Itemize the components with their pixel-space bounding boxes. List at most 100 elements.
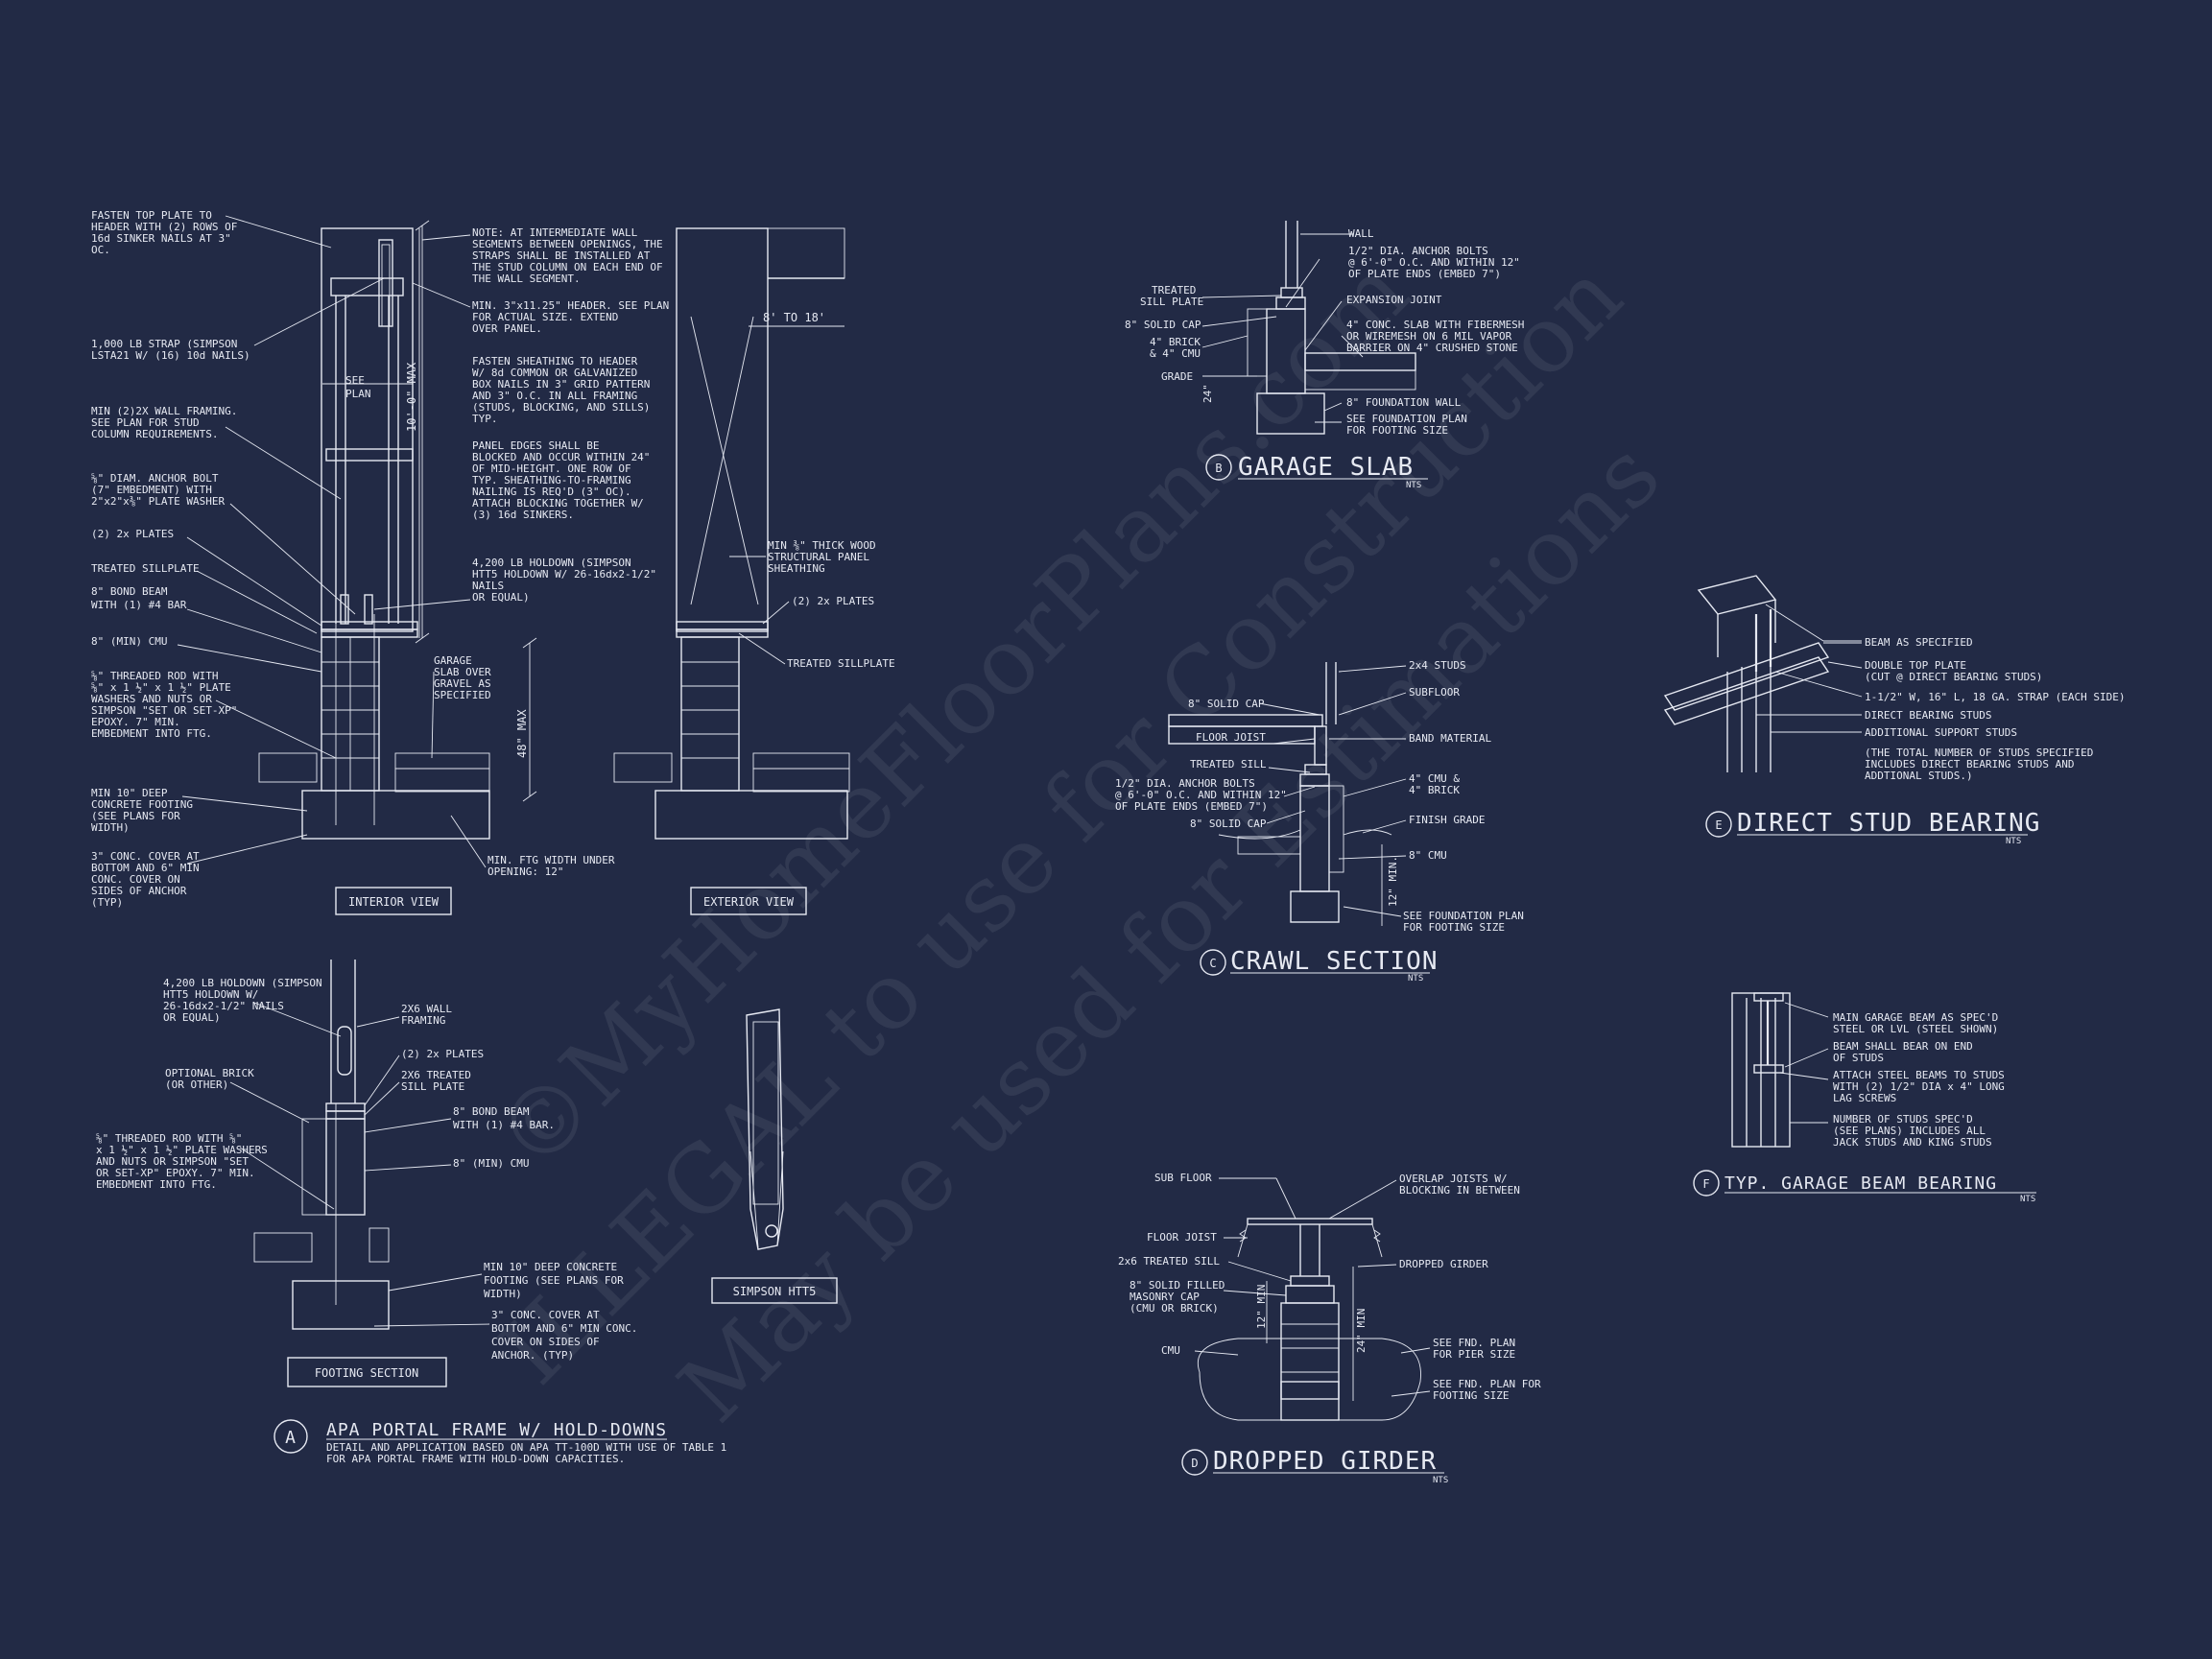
annotation-text: FOOTING (SEE PLANS FOR — [484, 1274, 624, 1287]
detail-f-garage-beam-bearing: MAIN GARAGE BEAM AS SPEC'D STEEL OR LVL … — [1693, 992, 2036, 1204]
annotation-text: EMBEDMENT INTO FTG. — [91, 727, 212, 740]
detail-a-mark: A — [285, 1428, 297, 1448]
annotation-text: HTT5 HOLDOWN W/ 26-16dx2-1/2" — [472, 568, 656, 581]
annotation-text: WIDTH) — [91, 821, 130, 834]
annotation-text: (3) 16d SINKERS. — [472, 509, 574, 521]
ext-callout-1-line-3: SHEATHING — [768, 562, 825, 575]
min-ftg-width-2: OPENING: 12" — [488, 865, 563, 878]
annotation-text: MASONRY CAP — [1130, 1291, 1200, 1303]
annotation-text: SIMPSON "SET OR SET-XP" — [91, 704, 237, 717]
annotation-text: OVER PANEL. — [472, 322, 542, 335]
see-plan-label-2: PLAN — [345, 388, 371, 400]
annotation-text: HTT5 HOLDOWN W/ — [163, 988, 258, 1001]
annotation-text: OR SET-XP" EPOXY. 7" MIN. — [96, 1167, 255, 1179]
detail-c-mark: C — [1209, 957, 1216, 970]
annotation-text: 1/2" DIA. ANCHOR BOLTS — [1348, 245, 1488, 257]
annotation-text: FLOOR JOIST — [1147, 1231, 1217, 1244]
annotation-text: SILL PLATE — [1140, 296, 1203, 308]
watermark: ©MyHomeFloorPlans.com ILLEGAL to use for… — [475, 238, 1680, 1443]
dim-wall-height: 10'-0" MAX — [405, 362, 418, 432]
annotation-text: 4" BRICK — [1409, 784, 1460, 796]
annotation-text: THE WALL SEGMENT. — [472, 273, 581, 285]
annotation-text: OF MID-HEIGHT. ONE ROW OF — [472, 462, 631, 475]
annotation-text: LAG SCREWS — [1833, 1092, 1896, 1104]
annotation-text: ANCHOR. (TYP) — [491, 1349, 574, 1362]
annotation-text: NUMBER OF STUDS SPEC'D — [1833, 1113, 1973, 1126]
ext-callout-1-line-1: MIN ⅜" THICK WOOD — [768, 539, 876, 552]
annotation-text: WIDTH) — [484, 1288, 522, 1300]
annotation-text: OF STUDS — [1833, 1052, 1884, 1064]
annotation-text: BLOCKED AND OCCUR WITHIN 24" — [472, 451, 650, 463]
interior-view-label: INTERIOR VIEW — [348, 895, 440, 909]
annotation-text: SEE PLAN FOR STUD — [91, 416, 200, 429]
annotation-text: BARRIER ON 4" CRUSHED STONE — [1346, 342, 1518, 354]
annotation-text: FINISH GRADE — [1409, 814, 1485, 826]
annotation-text: 1-1/2" W, 16" L, 18 GA. STRAP (EACH SIDE… — [1865, 691, 2126, 703]
annotation-text: x 1 ½" x 1 ½" PLATE WASHERS — [96, 1144, 268, 1156]
annotation-text: ⅝" x 1 ½" x 1 ½" PLATE — [91, 681, 231, 694]
see-plan-label-1: SEE — [345, 374, 365, 387]
annotation-text: 4,200 LB HOLDOWN (SIMPSON — [163, 977, 322, 989]
annotation-text: INCLUDES DIRECT BEARING STUDS AND — [1865, 758, 2075, 770]
detail-d-title: DROPPED GIRDER — [1213, 1447, 1437, 1476]
annotation-text: WASHERS AND NUTS OR — [91, 693, 212, 705]
annotation-text: SLAB OVER — [434, 666, 491, 678]
annotation-text: 16d SINKER NAILS AT 3" — [91, 232, 231, 245]
min-ftg-width-1: MIN. FTG WIDTH UNDER — [488, 854, 615, 866]
annotation-text: 1/2" DIA. ANCHOR BOLTS — [1115, 777, 1255, 790]
dim-footing-height: 48" MAX — [515, 709, 529, 758]
annotation-text: 26-16dx2-1/2" NAILS — [163, 1000, 284, 1012]
detail-a-subtitle-1: DETAIL AND APPLICATION BASED ON APA TT-1… — [326, 1441, 726, 1454]
annotation-text: 3" CONC. COVER AT — [91, 850, 200, 863]
annotation-text: (SEE PLANS FOR — [91, 810, 180, 822]
annotation-text: NAILS — [472, 580, 504, 592]
detail-d-dropped-girder: 12" MIN 24" MIN SUB FLOOR FLOOR JOIST 2x… — [1118, 1172, 1541, 1485]
annotation-text: (TYP) — [91, 896, 123, 909]
annotation-text: FOR FOOTING SIZE — [1346, 424, 1448, 437]
annotation-text: AND NUTS OR SIMPSON "SET — [96, 1155, 249, 1168]
annotation-text: FRAMING — [401, 1014, 445, 1027]
detail-a-exterior-view: 8' TO 18' MIN ⅜" THICK WOOD STRUCTURAL P… — [613, 227, 895, 915]
annotation-text: (CMU OR BRICK) — [1130, 1302, 1219, 1315]
detail-a-interior-view: 10'-0" MAX 48" MAX SEE PLAN MIN. FTG WID… — [177, 215, 615, 915]
annotation-text: ⅝" DIAM. ANCHOR BOLT — [91, 472, 219, 485]
annotation-text: SEE FOUNDATION PLAN — [1403, 910, 1524, 922]
annotation-text: OR WIREMESH ON 6 MIL VAPOR — [1346, 330, 1512, 343]
annotation-text: FOR PIER SIZE — [1433, 1348, 1515, 1361]
footing-section-label: FOOTING SECTION — [315, 1366, 418, 1380]
annotation-text: JACK STUDS AND KING STUDS — [1833, 1136, 1992, 1149]
annotation-text: DOUBLE TOP PLATE — [1865, 659, 1966, 672]
annotation-text: ATTACH BLOCKING TOGETHER W/ — [472, 497, 644, 510]
annotation-text: ⅝" THREADED ROD WITH — [91, 670, 218, 682]
detail-e-title: DIRECT STUD BEARING — [1737, 809, 2040, 838]
detail-b-mark: B — [1215, 462, 1222, 475]
annotation-text: AND 3" O.C. IN ALL FRAMING — [472, 390, 637, 402]
annotation-text: @ 6'-0" O.C. AND WITHIN 12" — [1348, 256, 1520, 269]
annotation-text: WITH (1) #4 BAR. — [453, 1119, 555, 1131]
detail-c-crawl-section: 12" MIN. 8" SOLID CAP FLOOR JOIST TREATE… — [1115, 659, 1524, 984]
annotation-text: OF PLATE ENDS (EMBED 7") — [1115, 800, 1268, 813]
annotation-text: 3" CONC. COVER AT — [491, 1309, 600, 1321]
simpson-htt5-bracket — [746, 1008, 784, 1250]
annotation-text: GRAVEL AS — [434, 677, 491, 690]
annotation-text: 4,200 LB HOLDOWN (SIMPSON — [472, 557, 631, 569]
annotation-text: WALL — [1348, 227, 1374, 240]
annotation-text: SEE FND. PLAN FOR — [1433, 1378, 1541, 1390]
annotation-text: 8" BOND BEAM — [91, 585, 168, 598]
annotation-text: 8" (MIN) CMU — [91, 635, 167, 648]
annotation-text: BOTTOM AND 6" MIN CONC. — [491, 1322, 637, 1335]
annotation-text: OF PLATE ENDS (EMBED 7") — [1348, 268, 1501, 280]
annotation-text: 8" SOLID CAP — [1190, 818, 1267, 830]
annotation-text: (SEE PLANS) INCLUDES ALL — [1833, 1125, 1986, 1137]
annotation-text: CONCRETE FOOTING — [91, 798, 193, 811]
annotation-text: STEEL OR LVL (STEEL SHOWN) — [1833, 1023, 1998, 1035]
annotation-text: BOTTOM AND 6" MIN — [91, 862, 200, 874]
annotation-text: SEE FND. PLAN — [1433, 1337, 1515, 1349]
annotation-text: SEE FOUNDATION PLAN — [1346, 413, 1467, 425]
annotation-text: TREATED SILLPLATE — [91, 562, 200, 575]
annotation-text: DROPPED GIRDER — [1399, 1258, 1488, 1270]
detail-a-notes: NOTE: AT INTERMEDIATE WALL SEGMENTS BETW… — [434, 226, 669, 701]
annotation-text: 4" CONC. SLAB WITH FIBERMESH — [1346, 319, 1524, 331]
detail-f-mark: F — [1702, 1177, 1709, 1191]
